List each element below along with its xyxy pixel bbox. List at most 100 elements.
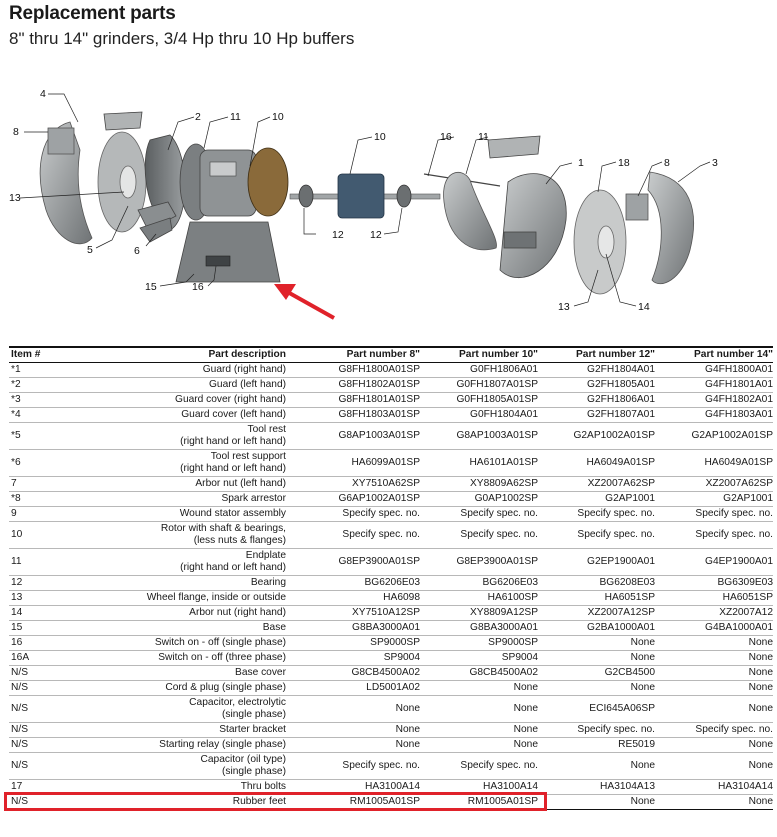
part-description-cell: Wheel flange, inside or outside: [64, 590, 286, 605]
part-number-10-cell: BG6206E03: [482, 576, 538, 588]
part-number-10-cell: Specify spec. no.: [460, 528, 538, 540]
part-number-14-cell: G2AP1002A01SP: [691, 429, 773, 441]
callout-12-right: 12: [370, 229, 382, 241]
part-description-line: Base: [262, 621, 286, 633]
part-number-12-cell: G2BA1000A01: [587, 621, 655, 633]
part-description-line: (right hand or left hand): [180, 561, 286, 573]
part-number-14-cell: G4EP1900A01: [705, 555, 773, 567]
page-title: Replacement parts: [9, 3, 176, 24]
endplate-right: [443, 171, 497, 251]
part-number-12-cell: G2AP1001: [605, 492, 655, 504]
part-number-8-cell: HA6098: [383, 591, 420, 603]
spark-arrestor-left: [47, 127, 75, 155]
part-description-line: Tool rest support: [210, 450, 286, 462]
part-number-10-cell: G0FH1805A01SP: [456, 393, 538, 405]
part-number-10-cell: None: [513, 723, 538, 735]
spark-arrestor-right: [625, 193, 649, 221]
callout-13-right: 13: [558, 301, 570, 313]
item-number-cell: *8: [11, 492, 21, 504]
part-number-8-cell: Specify spec. no.: [342, 759, 420, 771]
callout-3: 3: [712, 157, 718, 169]
item-number-cell: N/S: [11, 681, 28, 693]
callout-15: 15: [145, 281, 157, 293]
nameplate: [209, 161, 237, 177]
part-description-line: Guard (left hand): [208, 378, 286, 390]
part-number-8-cell: G8FH1803A01SP: [338, 408, 420, 420]
item-number-cell: N/S: [11, 795, 28, 807]
part-description-line: Capacitor (oil type): [200, 753, 287, 765]
part-description-line: (single phase): [222, 708, 286, 720]
part-description-line: Guard cover (left hand): [181, 408, 286, 420]
part-number-14-cell: XZ2007A12: [719, 606, 773, 618]
base: [175, 221, 281, 283]
part-number-8-cell: SP9004: [383, 651, 420, 663]
part-number-12-cell: None: [630, 681, 655, 693]
part-description-cell: Starter bracket: [64, 722, 286, 737]
part-number-14-cell: None: [748, 759, 773, 771]
part-description-cell: Guard (right hand): [64, 362, 286, 377]
part-description-cell: Tool rest support(right hand or left han…: [64, 449, 286, 476]
part-number-8-cell: G8EP3900A01SP: [338, 555, 420, 567]
part-number-14-cell: HA6051SP: [722, 591, 773, 603]
tool-rest-right: [503, 231, 537, 249]
header-part-12: Part number 12": [576, 349, 655, 361]
part-number-8-cell: HA3100A14: [365, 780, 420, 792]
page-subtitle: 8" thru 14" grinders, 3/4 Hp thru 10 Hp …: [9, 29, 355, 48]
part-description-line: Thru bolts: [240, 780, 286, 792]
part-number-8-cell: LD5001A02: [366, 681, 420, 693]
item-number-cell: 11: [11, 555, 22, 567]
part-number-12-cell: Specify spec. no.: [577, 723, 655, 735]
bracket-right: [487, 135, 541, 159]
callout-12-left: 12: [332, 229, 344, 241]
item-number-cell: N/S: [11, 666, 28, 678]
header-part-10: Part number 10": [459, 349, 538, 361]
part-number-14-cell: G4FH1800A01: [705, 363, 773, 375]
part-number-8-cell: XY7510A12SP: [352, 606, 420, 618]
part-number-14-cell: G4FH1801A01: [705, 378, 773, 390]
part-description-line: Bearing: [250, 576, 286, 588]
bearing-left: [298, 184, 314, 208]
part-description-line: Guard (right hand): [202, 363, 286, 375]
part-number-10-cell: HA3100A14: [483, 780, 538, 792]
part-description-line: Wound stator assembly: [179, 507, 286, 519]
part-number-12-cell: G2FH1804A01: [587, 363, 655, 375]
part-description-line: Starter bracket: [219, 723, 286, 735]
part-number-10-cell: G8AP1003A01SP: [456, 429, 538, 441]
switch-plate: [205, 255, 231, 267]
item-number-cell: N/S: [11, 723, 28, 735]
part-number-14-cell: BG6309E03: [717, 576, 773, 588]
part-description-cell: Guard (left hand): [64, 377, 286, 392]
part-number-14-cell: G2AP1001: [723, 492, 773, 504]
part-number-14-cell: XZ2007A62SP: [705, 477, 773, 489]
part-number-10-cell: HA6100SP: [487, 591, 538, 603]
item-number-cell: 13: [11, 591, 23, 603]
item-number-cell: N/S: [11, 702, 28, 714]
callout-18: 18: [618, 157, 630, 169]
table-header-row: Item # Part description Part number 8" P…: [9, 347, 773, 362]
part-number-8-cell: G8FH1801A01SP: [338, 393, 420, 405]
tool-rest-left: [137, 201, 177, 231]
part-number-14-cell: G4BA1000A01: [705, 621, 773, 633]
rotor: [337, 173, 385, 219]
part-number-8-cell: G8CB4500A02: [351, 666, 420, 678]
part-number-12-cell: G2FH1807A01: [587, 408, 655, 420]
part-number-10-cell: G0FH1806A01: [470, 363, 538, 375]
item-number-cell: *4: [11, 408, 21, 420]
part-number-12-cell: HA3104A13: [600, 780, 655, 792]
part-number-8-cell: Specify spec. no.: [342, 507, 420, 519]
part-number-12-cell: HA6051SP: [604, 591, 655, 603]
part-description-line: (right hand or left hand): [180, 462, 286, 474]
part-description-cell: Starting relay (single phase): [64, 737, 286, 752]
part-description-line: Rubber feet: [232, 795, 286, 807]
header-item: Item #: [11, 349, 41, 361]
